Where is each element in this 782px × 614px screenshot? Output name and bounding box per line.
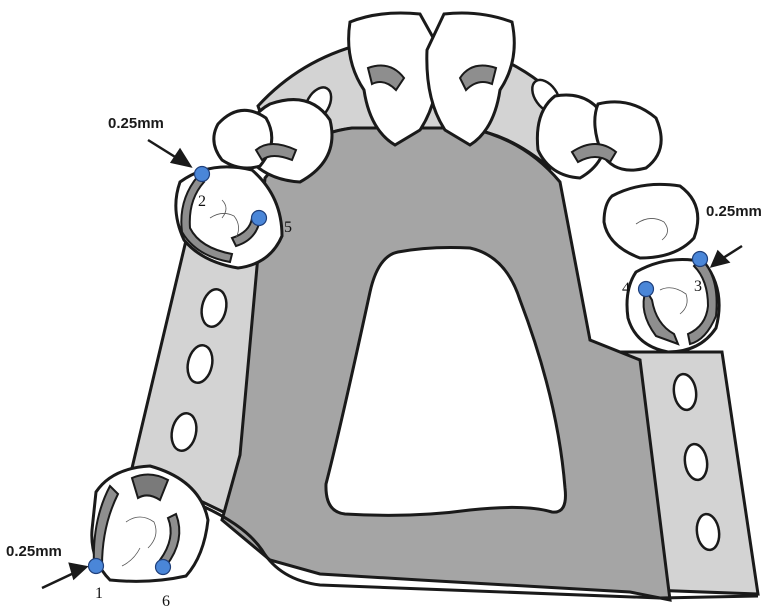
point-label-5: 5	[284, 219, 292, 236]
point-2	[195, 167, 210, 182]
point-label-4: 4	[622, 280, 630, 297]
point-4	[639, 282, 654, 297]
measurement-right: 0.25mm	[706, 203, 762, 220]
point-6	[156, 560, 171, 575]
measurement-bottom-left: 0.25mm	[6, 543, 62, 560]
point-1	[89, 559, 104, 574]
rest-lower-left	[132, 474, 168, 500]
point-label-2: 2	[198, 193, 206, 210]
tooth-premolar2-right	[604, 184, 698, 258]
point-5	[252, 211, 267, 226]
arrow-bottom-left	[42, 572, 76, 588]
measurement-top-left: 0.25mm	[108, 115, 164, 132]
point-label-1: 1	[95, 585, 103, 602]
arrowhead	[712, 252, 728, 266]
major-connector	[222, 128, 670, 600]
arrowhead	[172, 150, 190, 166]
point-label-3: 3	[694, 278, 702, 295]
arrowhead	[70, 564, 86, 578]
point-label-6: 6	[162, 593, 170, 610]
point-3	[693, 252, 708, 267]
